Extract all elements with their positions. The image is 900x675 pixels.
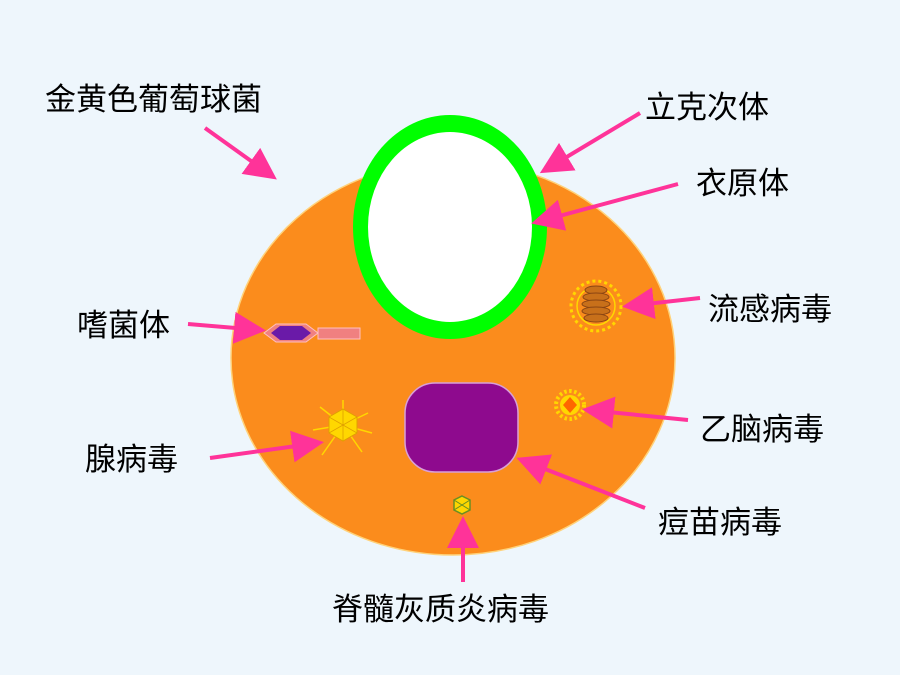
label-chlamydia: 衣原体 [696, 166, 789, 202]
chlamydia-circle [368, 132, 532, 322]
label-influenza-virus: 流感病毒 [708, 292, 832, 328]
arrow-bacteriophage [187, 311, 266, 344]
arrow-adenovirus [209, 430, 324, 463]
arrow-staphylococcus [203, 126, 277, 180]
label-bacteriophage: 嗜菌体 [77, 308, 170, 344]
adenovirus-icon [312, 400, 373, 456]
arrows [187, 111, 701, 582]
vaccinia-virus-shape [404, 382, 519, 473]
label-poliovirus: 脊髓灰质炎病毒 [332, 592, 549, 628]
arrow-vaccinia [516, 454, 646, 510]
bacteriophage-icon [263, 323, 361, 343]
influenza-virus-icon [569, 279, 623, 333]
arrow-japanese-encephalitis [582, 396, 689, 429]
label-japanese-encephalitis-virus: 乙脑病毒 [700, 412, 824, 448]
arrow-rickettsia [539, 111, 642, 174]
poliovirus-icon [453, 495, 471, 515]
label-vaccinia-virus: 痘苗病毒 [658, 505, 782, 541]
label-adenovirus: 腺病毒 [85, 442, 178, 478]
label-rickettsia: 立克次体 [645, 90, 769, 126]
arrow-chlamydia [531, 182, 679, 231]
arrow-influenza [622, 287, 701, 320]
label-staphylococcus: 金黄色葡萄球菌 [45, 82, 262, 118]
